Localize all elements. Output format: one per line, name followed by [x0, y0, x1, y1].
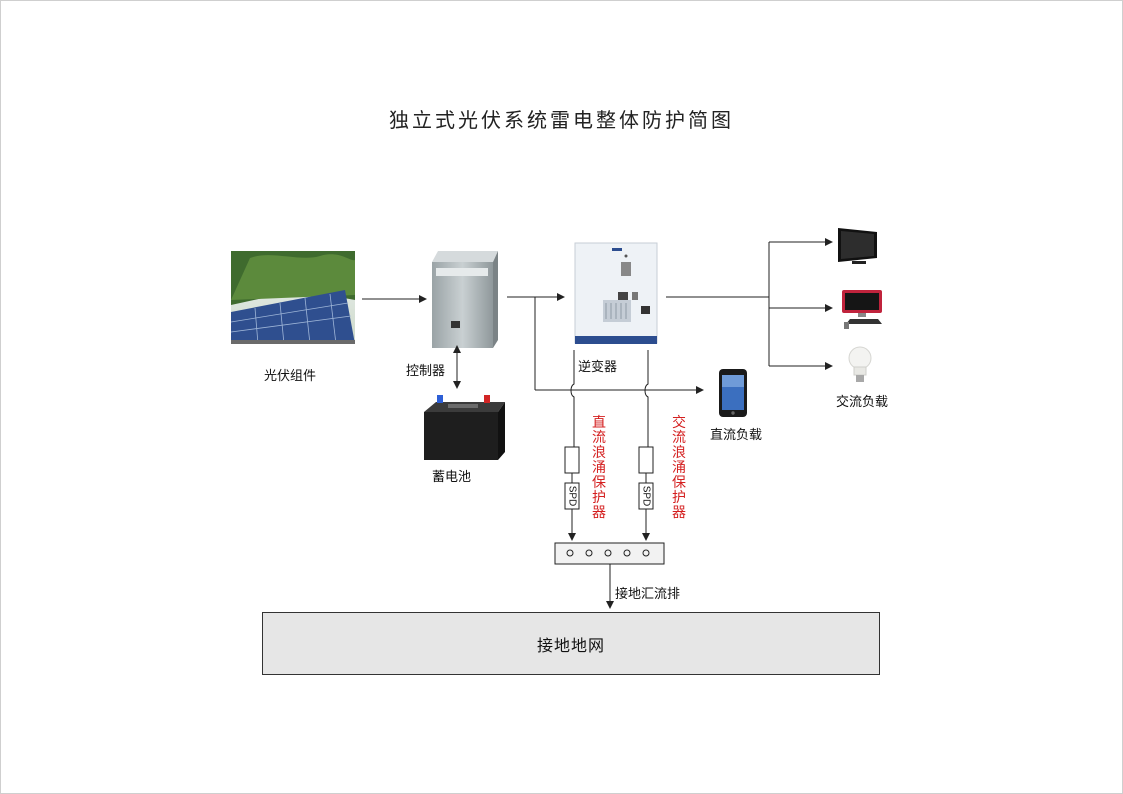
pv-label: 光伏组件: [264, 369, 317, 384]
inverter-cabinet-icon: [574, 242, 658, 344]
ac-spd-wire: [644, 350, 649, 447]
controller-label: 控制器: [406, 364, 446, 379]
battery-label: 蓄电池: [432, 470, 472, 485]
ac-load-label: 交流负载: [836, 395, 889, 410]
dc-spd-fuse: [564, 446, 580, 474]
dc-spd-wire: [570, 350, 575, 447]
smartphone-icon: [719, 369, 747, 417]
dc-spd-tag: SPD: [566, 486, 577, 507]
ac-spd-fuse: [638, 446, 654, 474]
ac-spd-tag: SPD: [640, 486, 651, 507]
grounding-busbar: [554, 542, 665, 565]
light-bulb-icon: [848, 346, 872, 382]
inverter-label: 逆变器: [578, 360, 618, 375]
ground-grid-box: 接地地网: [262, 612, 880, 675]
battery-icon: [424, 395, 505, 460]
solar-panel-icon: [230, 251, 355, 345]
ac-spd-label: 交流浪涌保护器: [672, 415, 686, 521]
desktop-computer-icon: [842, 290, 882, 329]
dc-spd-label: 直流浪涌保护器: [592, 415, 606, 521]
busbar-label: 接地汇流排: [615, 587, 681, 602]
controller-cabinet-icon: [432, 251, 498, 348]
ground-grid-label: 接地地网: [536, 635, 605, 655]
diagram-title: 独立式光伏系统雷电整体防护简图: [389, 108, 734, 132]
dc-load-label: 直流负载: [710, 428, 763, 443]
monitor-icon: [838, 228, 877, 264]
